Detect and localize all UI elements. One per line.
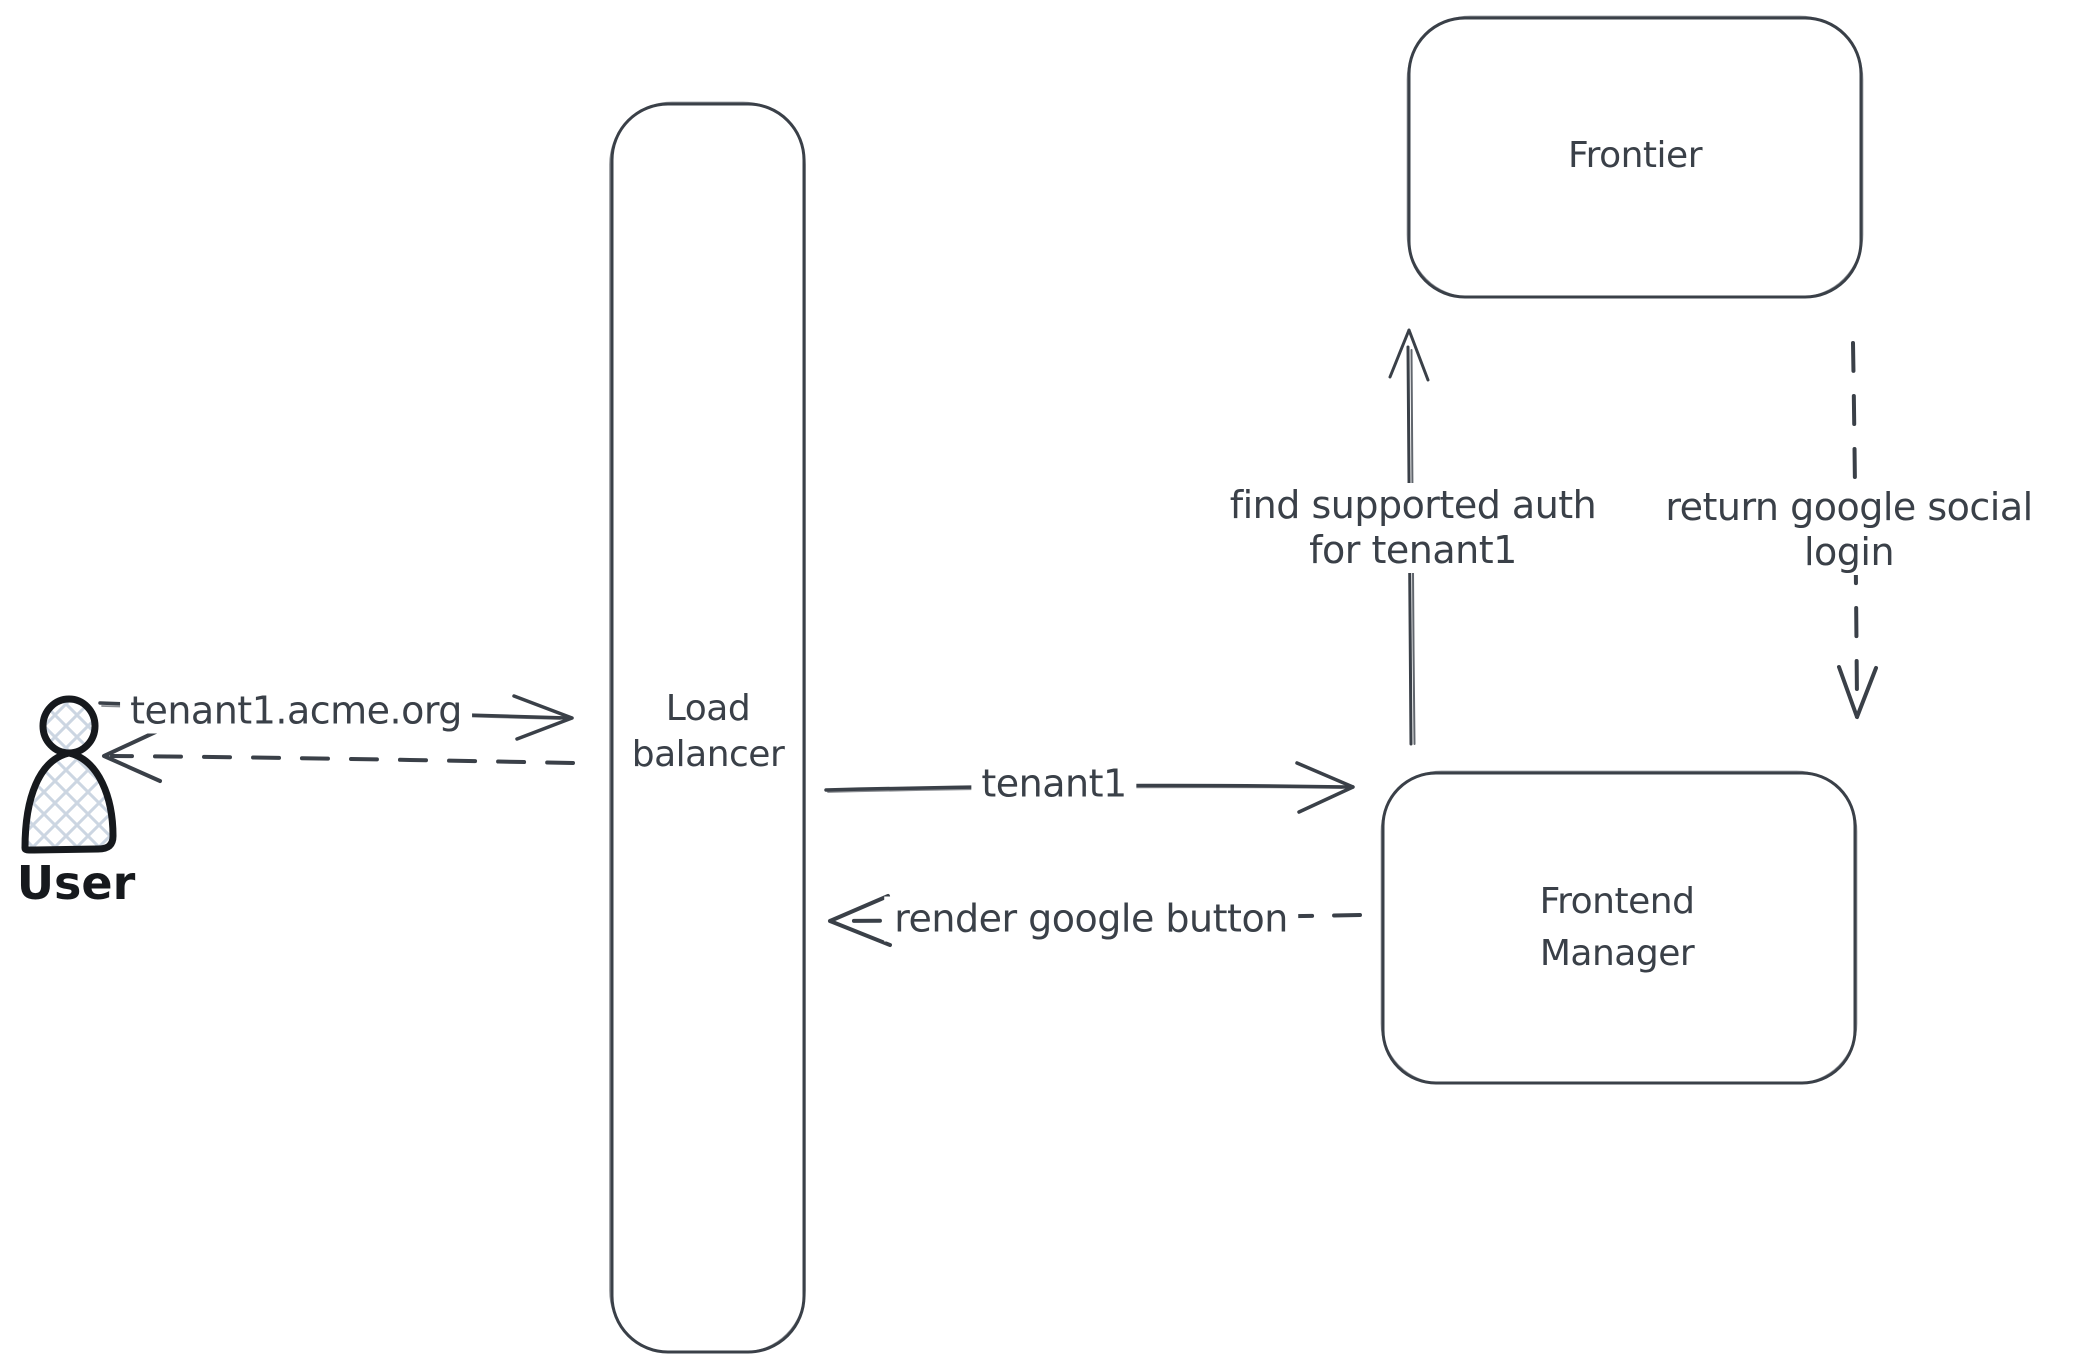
edge-label-render-google-button: render google button xyxy=(884,896,1298,942)
label-line: find supported auth xyxy=(1229,483,1597,527)
arrowhead-right-icon xyxy=(1295,761,1355,814)
frontier-label: Frontier xyxy=(1567,135,1703,176)
label-line: Load xyxy=(665,688,751,729)
arrowhead-down-icon xyxy=(1837,665,1878,719)
label-line: Frontend xyxy=(1539,881,1695,922)
user-icon-body xyxy=(21,749,117,854)
label-line: balancer xyxy=(631,734,785,775)
user-icon-head xyxy=(39,695,99,757)
label-line: login xyxy=(1803,530,1895,574)
label-line: return google social xyxy=(1665,485,2033,529)
edge-label-tenant1: tenant1 xyxy=(971,761,1137,807)
arrowhead-up-icon xyxy=(1388,328,1430,382)
user-label: User xyxy=(16,856,136,910)
arrowhead-right-icon xyxy=(512,694,574,741)
arrowhead-left-icon xyxy=(828,894,892,947)
arrow-load-balancer-to-user xyxy=(102,727,575,783)
label-line: for tenant1 xyxy=(1309,528,1517,572)
load-balancer-label: Load balancer xyxy=(632,686,785,778)
frontend-manager-box xyxy=(1380,770,1858,1085)
label-line: Manager xyxy=(1539,933,1695,974)
user-icon xyxy=(21,695,117,854)
edge-label-tenant1-acme-org: tenant1.acme.org xyxy=(120,688,472,734)
edge-label-find-supported-auth: find supported auth for tenant1 xyxy=(1219,483,1607,573)
arrowhead-left-icon xyxy=(102,727,164,783)
frontier-box xyxy=(1406,15,1864,299)
diagram-strokes xyxy=(98,15,1878,1354)
edge-label-return-google-social-login: return google social login xyxy=(1655,485,2043,575)
frontend-manager-label: Frontend Manager xyxy=(1540,876,1695,980)
load-balancer-box xyxy=(609,101,806,1354)
